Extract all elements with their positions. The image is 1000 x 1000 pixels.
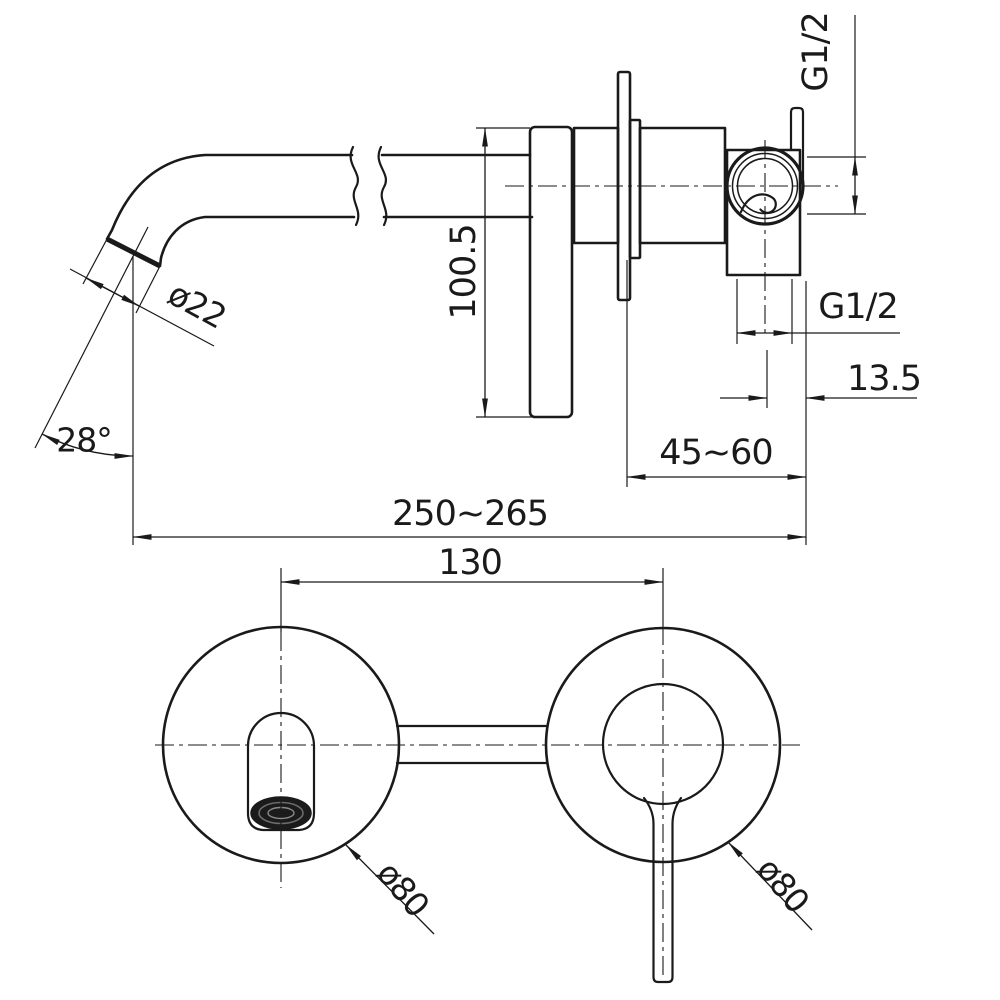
dimension-handle-plate-diameter: ø80 — [727, 841, 817, 931]
thread-side-label: G1/2 — [818, 287, 897, 327]
handle-plate-diameter-label: ø80 — [749, 850, 817, 920]
dimension-thread-side: G1/2 — [736, 279, 900, 344]
dimension-body-offset: 13.5 — [720, 281, 922, 545]
dimension-wall-depth: 45~60 — [626, 260, 807, 487]
dimension-center-distance: 130 — [280, 543, 664, 632]
spout-diameter-label: ø22 — [162, 274, 233, 337]
side-view: ø22 28° 100.5 G1/2 — [34, 12, 922, 545]
dimension-total-reach: 250~265 — [132, 494, 807, 540]
dimension-thread-top: G1/2 — [796, 12, 866, 215]
connecting-bar — [395, 724, 549, 765]
spout-outline — [105, 145, 534, 269]
dimension-spout-plate-diameter: ø80 — [345, 844, 437, 935]
handle-length-label: 100.5 — [444, 224, 484, 319]
spout-plate-diameter-label: ø80 — [369, 854, 437, 924]
spout-front-outline — [246, 711, 316, 832]
body-offset-label: 13.5 — [847, 359, 921, 399]
spout-outlet-face — [105, 236, 162, 269]
wall-depth-label: 45~60 — [659, 433, 772, 473]
plate-collar — [628, 118, 642, 260]
spout-angle-label: 28° — [56, 421, 112, 460]
inlet-fin — [789, 106, 805, 185]
port-slot — [739, 193, 777, 214]
dimension-handle-length: 100.5 — [444, 127, 532, 418]
center-distance-label: 130 — [438, 543, 502, 583]
front-view: 130 ø80 — [155, 543, 817, 984]
dimension-spout-diameter: ø22 — [69, 238, 233, 347]
handle-lever-side — [528, 125, 574, 419]
break-symbol — [349, 145, 360, 227]
total-reach-label: 250~265 — [392, 494, 548, 534]
handle-lever-front — [642, 796, 683, 984]
thread-top-label: G1/2 — [796, 12, 836, 91]
dimension-spout-angle: 28° — [34, 226, 149, 545]
break-symbol — [377, 145, 388, 227]
